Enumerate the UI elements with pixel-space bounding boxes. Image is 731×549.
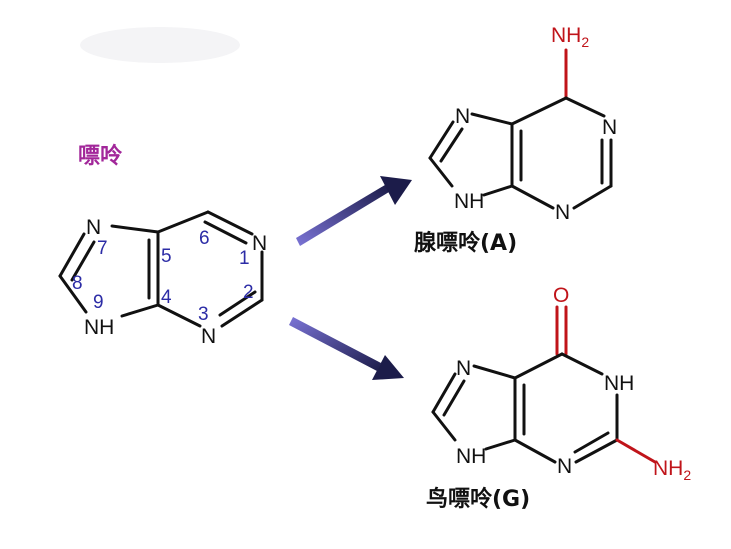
- purine-number-5: 5: [161, 246, 172, 267]
- adenine-atom-n3: N: [555, 201, 570, 224]
- purine-number-7: 7: [97, 238, 108, 259]
- purine-number-2: 2: [243, 282, 254, 303]
- guanine-atom-n9: NH: [456, 445, 486, 468]
- adenine-atom-n7: N: [455, 105, 470, 128]
- adenine-atom-nh2: NH2: [551, 24, 589, 50]
- guanine-atom-n7: N: [456, 357, 471, 380]
- guanine-atom-n3: N: [557, 455, 572, 478]
- faint-smudge: [80, 27, 240, 63]
- purine-atom-n7: N: [86, 216, 101, 239]
- purine-number-6: 6: [199, 228, 210, 249]
- guanine-structure: [431, 305, 657, 464]
- guanine-atom-nh2: NH2: [653, 457, 691, 483]
- adenine-atom-n9: NH: [454, 190, 484, 213]
- purine-number-8: 8: [72, 273, 83, 294]
- purine-number-3: 3: [198, 304, 209, 325]
- purine-number-1: 1: [239, 248, 250, 269]
- guanine-atom-n1h: NH: [604, 372, 634, 395]
- adenine-atom-n1: N: [602, 116, 617, 139]
- purine-atom-n1: N: [252, 232, 267, 255]
- purine-structure: [58, 210, 264, 328]
- purine-title: 嘌呤: [78, 143, 123, 169]
- guanine-atom-o: O: [553, 284, 569, 307]
- purine-atom-n3: N: [201, 325, 216, 348]
- arrow-to-guanine: [289, 317, 404, 380]
- purine-number-9: 9: [93, 292, 104, 313]
- adenine-structure: [428, 48, 613, 210]
- purine-atom-n9: NH: [84, 316, 114, 339]
- purine-number-4: 4: [161, 287, 172, 308]
- adenine-caption: 腺嘌呤(A): [414, 230, 517, 256]
- arrow-to-adenine: [296, 176, 412, 246]
- guanine-caption: 鸟嘌呤(G): [426, 486, 530, 512]
